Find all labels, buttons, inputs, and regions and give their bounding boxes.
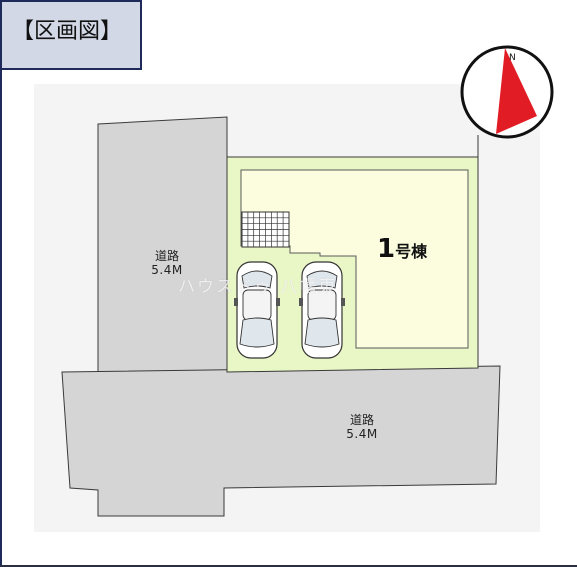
road-width: 5.4M	[151, 263, 183, 277]
header-tab: 【区画図】	[0, 0, 142, 70]
road-south	[61, 365, 501, 517]
car-icon	[234, 261, 280, 359]
watermark: ハウスドゥ 八幡東	[178, 277, 338, 297]
grid-patio	[241, 211, 290, 248]
road-name: 道路	[349, 413, 374, 427]
road-west	[97, 116, 228, 373]
road-label-west: 道路 5.4M	[140, 249, 194, 277]
road-label-south: 道路 5.4M	[335, 413, 389, 441]
building-label: 1号棟	[377, 234, 427, 264]
left-border	[0, 70, 2, 567]
car-icon	[299, 261, 345, 359]
building-number: 1	[377, 234, 396, 264]
compass-icon: N	[460, 45, 554, 139]
compass-north-label: N	[509, 53, 516, 63]
header-title: 【区画図】	[12, 19, 123, 44]
road-width: 5.4M	[346, 427, 378, 441]
bottom-border	[0, 565, 577, 567]
building-suffix: 号棟	[395, 242, 428, 261]
road-name: 道路	[154, 249, 179, 263]
